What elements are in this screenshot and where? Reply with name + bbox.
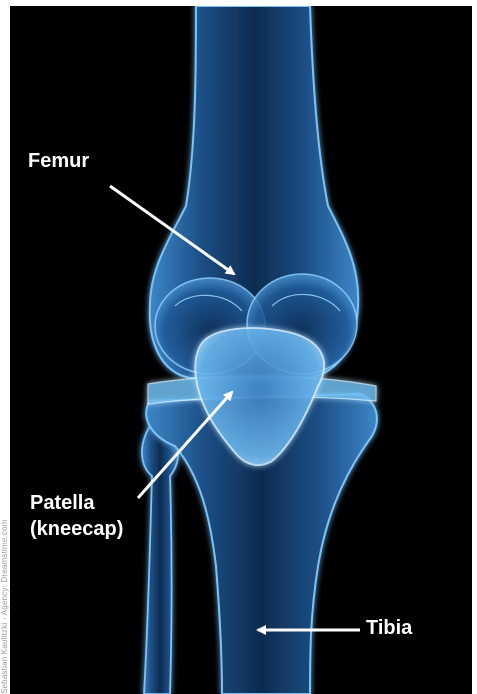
patella-label-line1: Patella (30, 491, 94, 515)
femur-label: Femur (28, 149, 89, 173)
xray-image-frame: Femur Patella (kneecap) Tibia (10, 6, 472, 694)
knee-xray-illustration (10, 6, 472, 694)
tibia-label: Tibia (366, 616, 412, 640)
image-credit: Sebastian Kaulitzki - Agency: Dreamstime… (0, 294, 10, 694)
patella-label-line2: (kneecap) (30, 517, 123, 541)
fibula-bone (142, 426, 178, 694)
